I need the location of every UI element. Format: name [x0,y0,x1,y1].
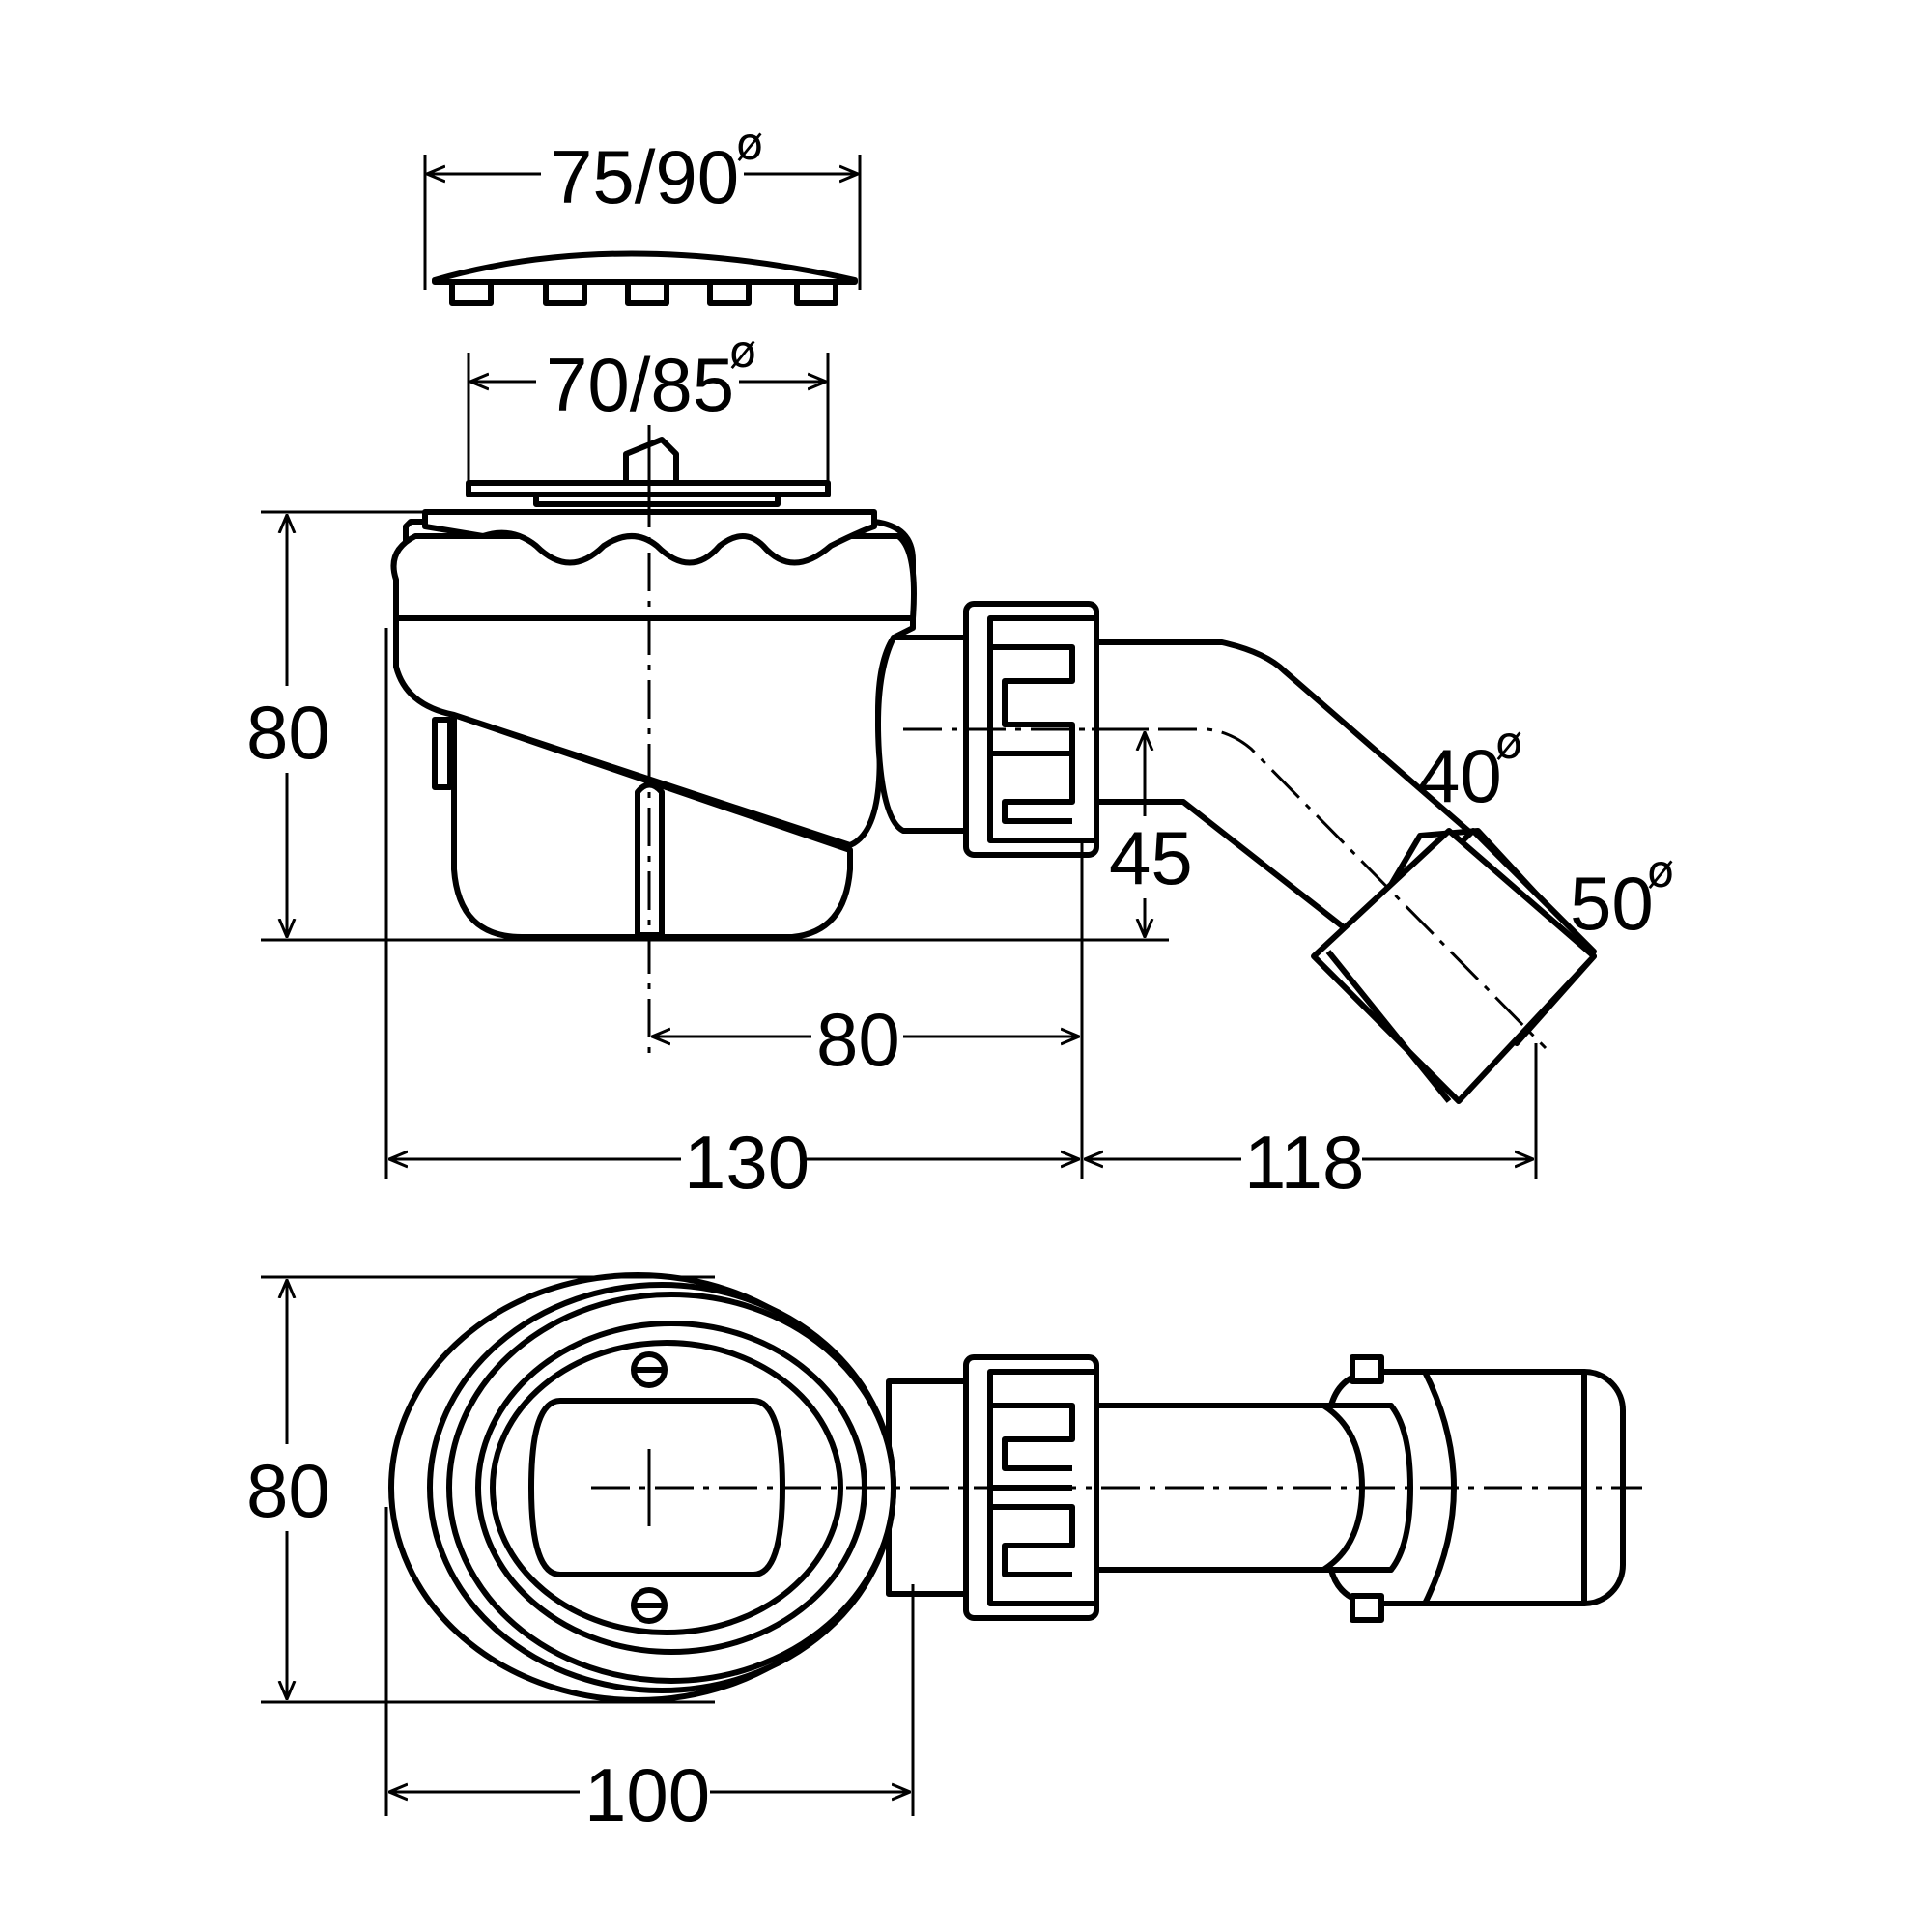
angled-outlet-pipe [1094,639,1597,1104]
dimension-top-width: 80 [243,1280,330,1699]
dimension-grate-diameter: 70/85 ø [470,326,826,427]
dimension-cover-diameter: 75/90 ø [427,118,858,219]
dimension-side-height: 80 [243,515,330,937]
dimension-outlet-height: 45 [1106,732,1193,937]
trap-body [390,509,917,940]
cover-diameter-symbol: ø [736,118,763,170]
grate-diameter-symbol: ø [729,326,756,378]
pipe-diameter-50-label: 50 [1570,861,1654,946]
pipe-diameter-50-symbol: ø [1647,845,1674,897]
grate-plate [466,437,831,522]
outlet-height-label: 45 [1109,815,1193,900]
dimension-top-length: 100 [389,1748,910,1837]
body-length-label: 130 [684,1120,810,1205]
dimension-center-offset: 80 [652,995,1079,1082]
side-view: 75/90 ø 70/85 ø 80 45 80 [243,118,1674,1205]
dimension-body-length: 130 [389,1116,1079,1205]
side-height-label: 80 [246,690,330,775]
top-view: 80 100 [243,1272,1642,1837]
outlet-center-axis [903,727,1548,1050]
grate-diameter-label: 70/85 [546,342,734,427]
dimension-outlet-length: 118 [1085,1116,1533,1205]
cover-plate [432,250,858,306]
cover-diameter-label: 75/90 [551,134,739,219]
dimension-pipe-diameter-40: 40 ø [1418,717,1522,818]
top-length-label: 100 [584,1752,710,1837]
dimension-pipe-diameter-50: 50 ø [1570,845,1674,946]
center-offset-label: 80 [816,997,900,1082]
pipe-diameter-40-symbol: ø [1495,717,1522,769]
pipe-diameter-40-label: 40 [1418,733,1502,818]
outlet-length-label: 118 [1244,1120,1364,1205]
top-width-label: 80 [246,1448,330,1533]
